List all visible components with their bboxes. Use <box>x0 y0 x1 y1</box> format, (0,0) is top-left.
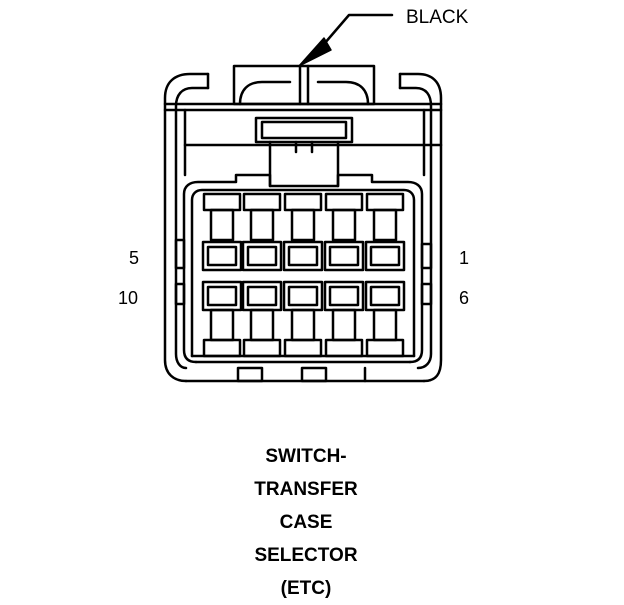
center-latch-tab <box>254 116 354 188</box>
side-keys <box>174 238 433 306</box>
diagram-caption: SWITCH- TRANSFER CASE SELECTOR (ETC) <box>0 440 612 605</box>
pin-label-1: 1 <box>459 248 470 268</box>
locking-latch <box>232 64 376 106</box>
terminal-upper <box>364 192 406 272</box>
caption-line: TRANSFER <box>254 479 358 500</box>
terminal-lower <box>323 280 365 358</box>
terminal-lower <box>282 280 324 358</box>
housing-bands <box>163 102 443 177</box>
terminal-grid <box>201 192 406 358</box>
terminal-lower <box>241 280 283 358</box>
caption-line: CASE <box>279 512 333 533</box>
terminal-upper <box>201 192 243 272</box>
caption-line: SWITCH- <box>265 446 347 467</box>
pin-label-6: 6 <box>459 288 470 308</box>
bottom-keys <box>236 366 367 383</box>
pin-label-10: 10 <box>118 288 139 308</box>
terminal-lower <box>201 280 243 358</box>
connector-housing <box>163 72 443 383</box>
terminal-upper <box>282 192 324 272</box>
caption-line: SELECTOR <box>254 545 358 566</box>
terminal-upper <box>241 192 283 272</box>
caption-line: (ETC) <box>280 578 332 599</box>
terminal-lower <box>364 280 406 358</box>
terminal-upper <box>323 192 365 272</box>
callout-leader <box>298 13 394 67</box>
pin-label-5: 5 <box>129 248 140 268</box>
pin-cavity <box>182 173 424 364</box>
callout-label: BLACK <box>406 7 469 28</box>
